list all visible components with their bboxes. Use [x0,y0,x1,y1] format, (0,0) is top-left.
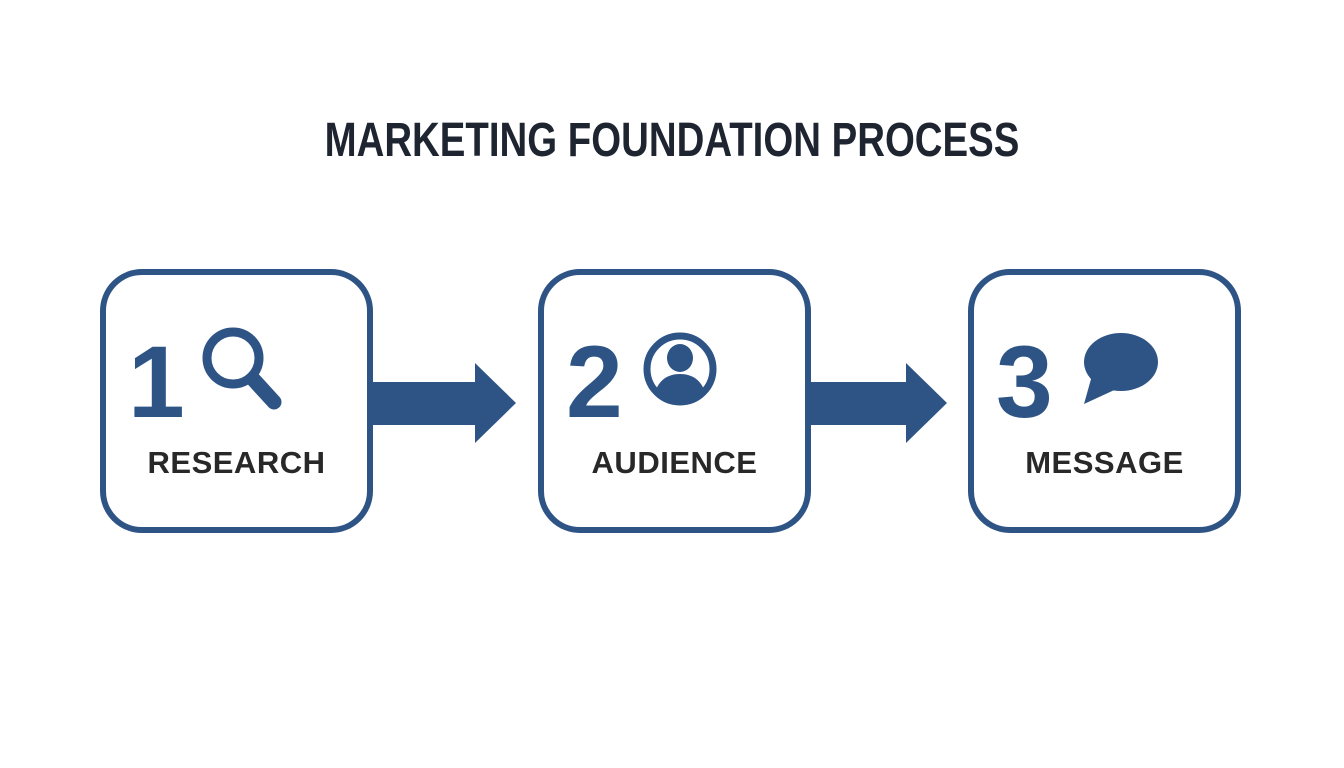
step-label: AUDIENCE [591,445,758,480]
step-label: RESEARCH [147,445,326,480]
step-box-research: 1 RESEARCH [100,269,373,533]
step-number: 1 [128,325,185,439]
step-number: 3 [996,325,1053,439]
magnifier-search-icon [200,325,288,417]
arrow-right-icon [373,363,516,443]
diagram-title: MARKETING FOUNDATION PROCESS [324,114,1020,167]
user-person-icon [642,331,718,408]
step-label: MESSAGE [1025,445,1184,480]
step-number: 2 [566,325,623,439]
speech-bubble-icon [1073,332,1159,406]
step-box-audience: 2 AUDIENCE [538,269,811,533]
step-box-message: 3 MESSAGE [968,269,1241,533]
arrow-right-icon [811,363,947,443]
